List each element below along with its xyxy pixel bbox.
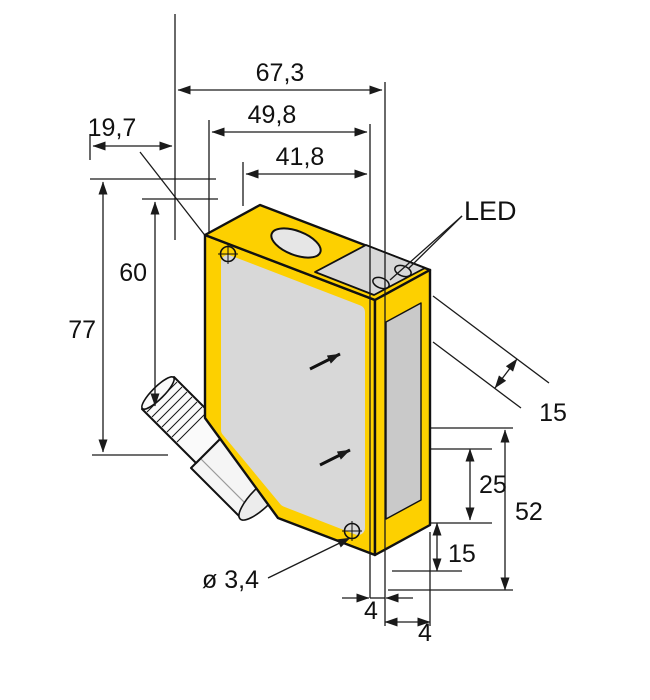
label-height-inner: 60	[119, 259, 147, 287]
mounting-hole-top	[218, 244, 238, 264]
label-lens-spacing: 25	[479, 471, 507, 499]
leader-led-1	[389, 215, 463, 281]
label-bottom-offset: 15	[448, 540, 476, 568]
mounting-hole-bottom	[342, 521, 362, 541]
label-depth-right: 15	[539, 399, 567, 427]
extension-lines	[89, 14, 550, 591]
ext-diagonal-corner	[139, 151, 208, 239]
beam-axis-arrows	[309, 352, 351, 467]
dim-line-right-15	[494, 358, 518, 389]
dimension-lines	[92, 82, 518, 627]
label-depth-top: 19,7	[88, 114, 137, 142]
ext-right-depth-b	[432, 341, 522, 409]
connector-barrel-line-2	[200, 458, 252, 510]
thread-hatch	[146, 381, 208, 443]
ext-right-depth-a	[432, 295, 550, 384]
beam-arrow-upper	[309, 352, 341, 371]
label-width-mid: 49,8	[248, 101, 297, 129]
label-gap-front: 4	[364, 597, 378, 625]
leader-led-2	[407, 215, 463, 270]
beam-arrow-lower	[319, 448, 351, 467]
sensor-body	[203, 203, 432, 557]
label-height-total: 77	[68, 316, 96, 344]
label-led: LED	[464, 196, 517, 226]
label-height-right: 52	[515, 498, 543, 526]
label-width-inner: 41,8	[276, 143, 325, 171]
adjustment-hole	[270, 227, 322, 259]
label-hole-diameter: ø 3,4	[202, 566, 259, 594]
label-gap-back: 4	[418, 619, 432, 647]
label-width-total: 67,3	[256, 59, 305, 87]
sensing-window	[385, 302, 422, 520]
dimension-labels: 67,3 49,8 41,8 19,7 60 77 LED 15 25 52 1…	[68, 59, 567, 647]
leader-hole-diameter	[267, 537, 351, 579]
